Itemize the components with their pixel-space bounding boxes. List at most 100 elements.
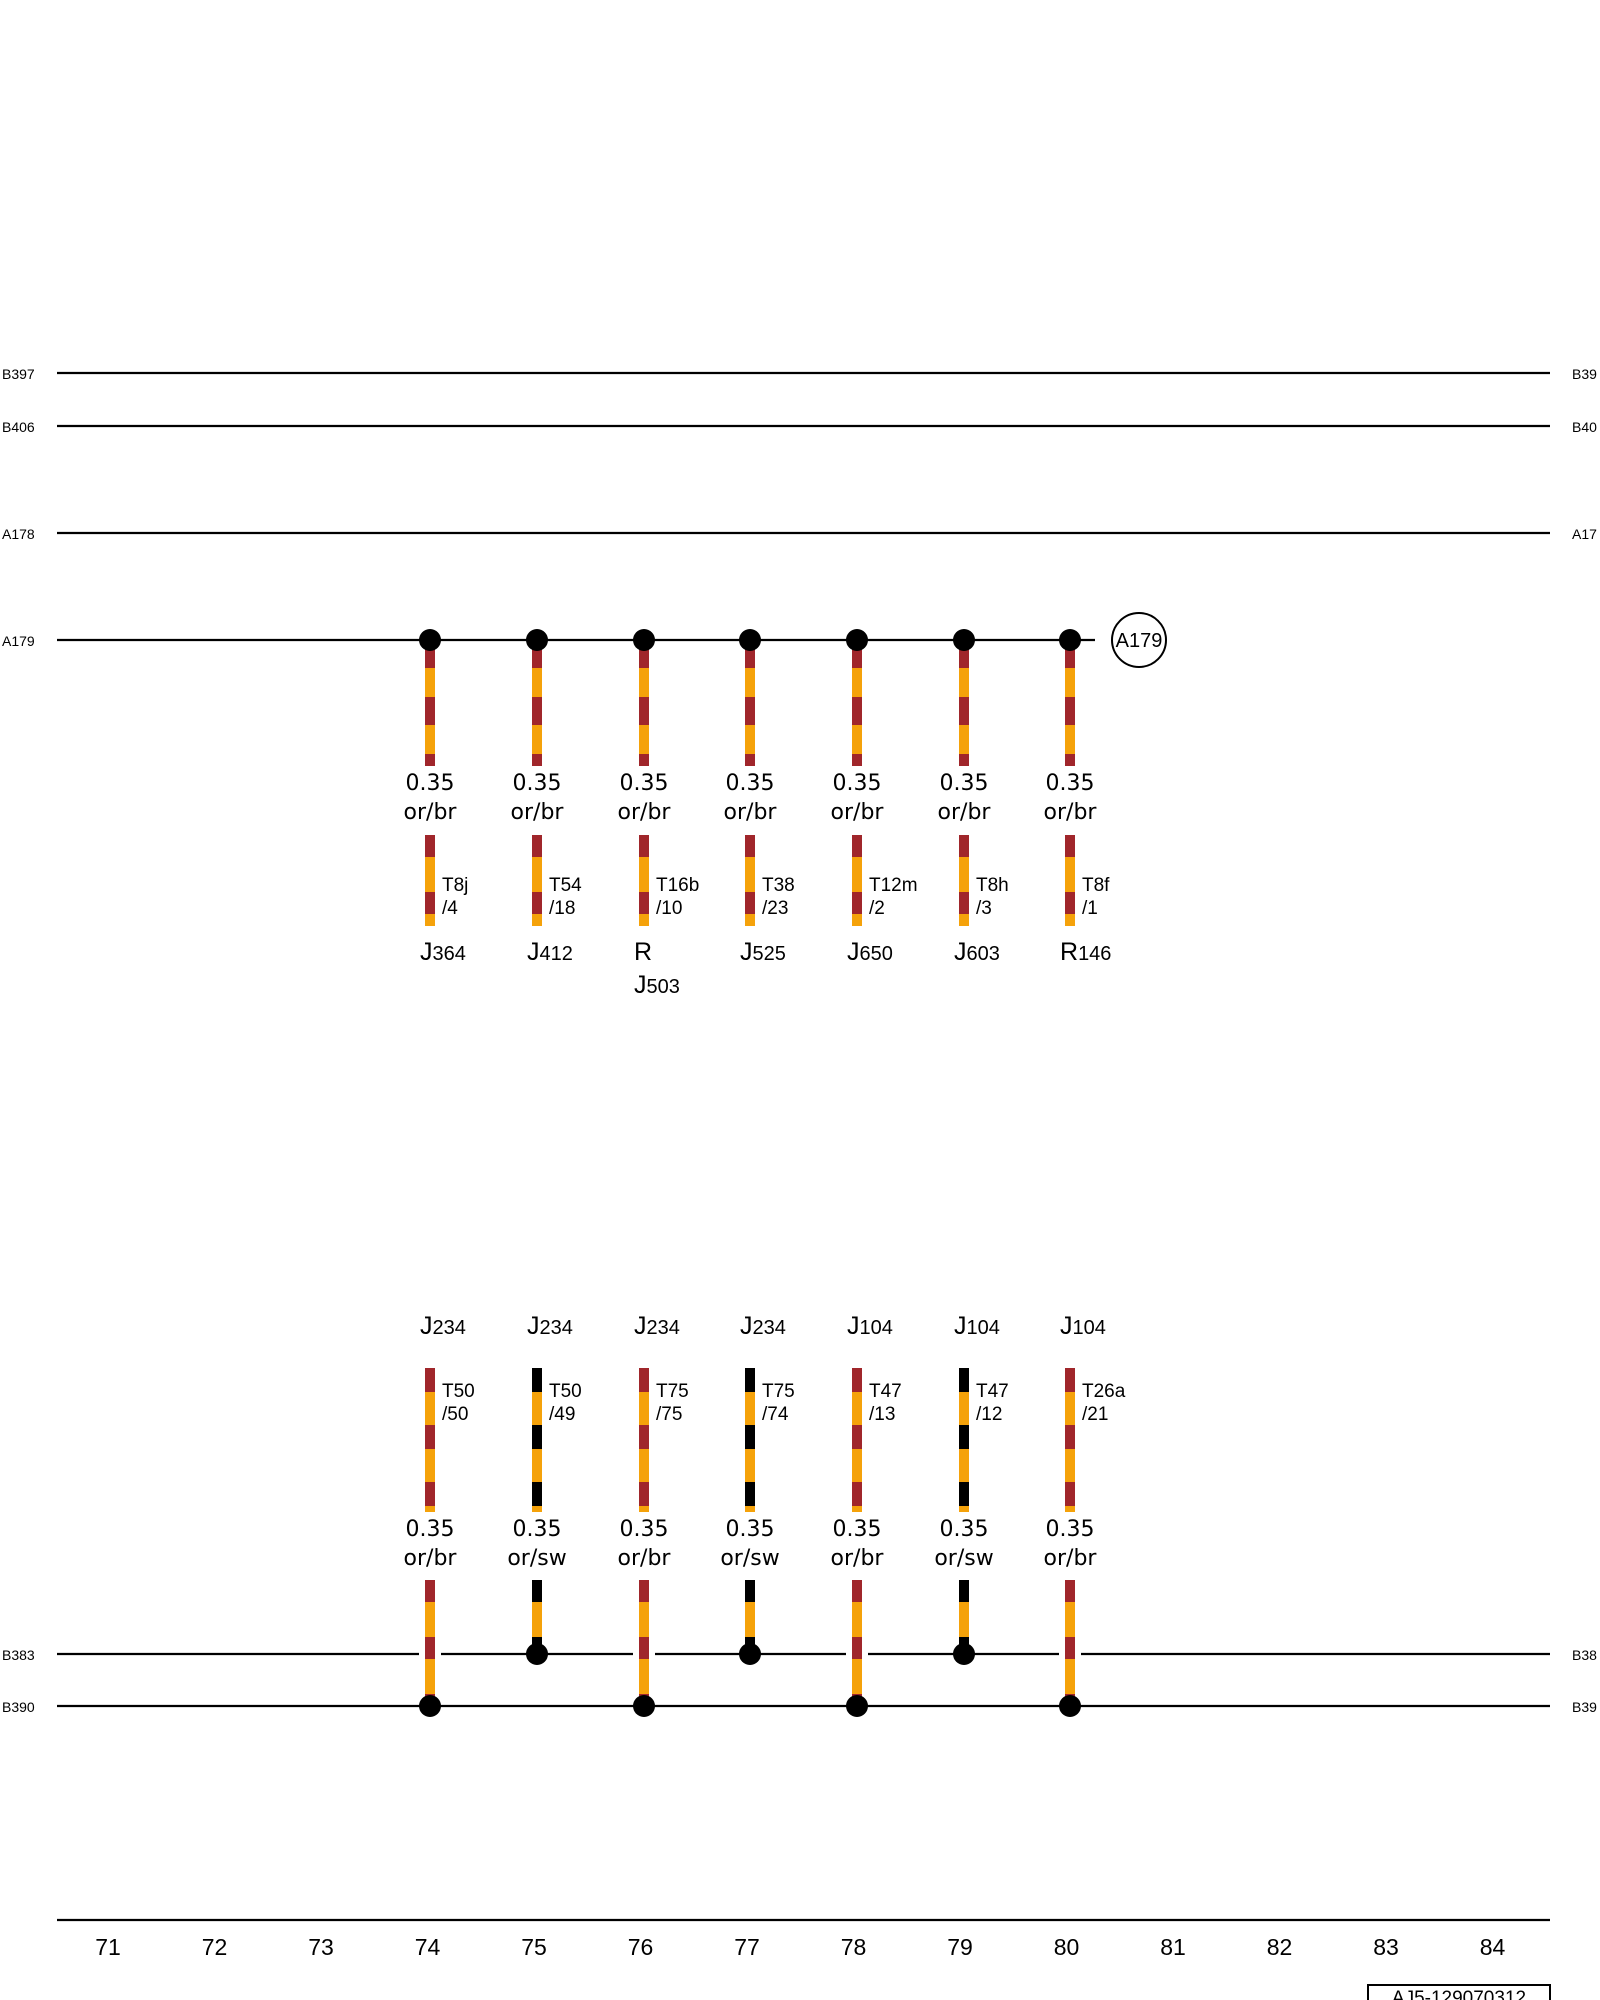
wire-gauge: 0.35 [620,1517,669,1542]
pin-number: /2 [869,898,885,919]
bus-label-right: B40 [1572,419,1597,435]
component-label: J525 [740,938,786,966]
column-number: 71 [95,1934,121,1960]
bus-B390: B390 B39 [2,1699,1597,1715]
pin-number: /13 [869,1404,895,1425]
wire-segment [1065,640,1075,766]
junction-dot [526,629,548,651]
bottom-wire-group: J234T50/500.35or/brJ234T50/490.35or/swJ2… [404,1312,1126,1717]
component-label: J234 [740,1312,786,1340]
pin-connector: T16b [656,875,699,896]
pin-connector: T8j [442,875,468,896]
wire-gauge: 0.35 [726,771,775,796]
bus-label-left: B390 [2,1699,35,1715]
bus-label-right: B39 [1572,1699,1597,1715]
pin-number: /10 [656,898,682,919]
component-label: J104 [1060,1312,1106,1340]
wire-color: or/br [1044,1546,1098,1571]
pin-number: /18 [549,898,575,919]
wire-color: or/br [831,800,885,825]
component-label: J234 [420,1312,466,1340]
wire-gauge: 0.35 [940,771,989,796]
wire-color: or/sw [934,1546,993,1571]
bus-B406: B406 B40 [2,419,1597,435]
component-label: J650 [847,938,893,966]
junction-dot [1059,629,1081,651]
wire-segment [639,835,649,926]
wire-segment [959,1580,969,1654]
pin-connector: T38 [762,875,795,896]
wire-segment [532,640,542,766]
wire-color: or/sw [507,1546,566,1571]
component-label: J412 [527,938,573,966]
pin-number: /21 [1082,1404,1108,1425]
wire-color: or/sw [720,1546,779,1571]
wire-segment [1065,1580,1075,1706]
pin-number: /3 [976,898,992,919]
connector-circle-label: A179 [1116,630,1163,652]
bus-label-left: B406 [2,419,35,435]
bus-A178: A178 A17 [2,526,1597,542]
pin-connector: T8f [1082,875,1110,896]
junction-dot [953,1643,975,1665]
pin-connector: T47 [869,1381,902,1402]
component-label: J104 [954,1312,1000,1340]
wire-segment [532,835,542,926]
wire-color: or/br [831,1546,885,1571]
bus-B383: B383 B38 [2,1647,1597,1663]
wire-gauge: 0.35 [513,771,562,796]
component-label: J104 [847,1312,893,1340]
component-label: R [634,938,652,966]
junction-dot [1059,1695,1081,1717]
pin-number: /75 [656,1404,682,1425]
pin-connector: T75 [656,1381,689,1402]
wire-gauge: 0.35 [513,1517,562,1542]
junction-dot [633,1695,655,1717]
bus-label-right: B38 [1572,1647,1597,1663]
column-number: 83 [1373,1934,1399,1960]
wire-color: or/br [938,800,992,825]
junction-dot [633,629,655,651]
bus-label-left: B383 [2,1647,35,1663]
bus-B397: B397 B39 [2,366,1597,382]
wire-gauge: 0.35 [833,1517,882,1542]
wire-gauge: 0.35 [406,771,455,796]
pin-connector: T26a [1082,1381,1126,1402]
wire-gauge: 0.35 [1046,1517,1095,1542]
column-number: 73 [308,1934,334,1960]
wire-segment [639,1368,649,1512]
component-label: J234 [634,1312,680,1340]
pin-number: /50 [442,1404,468,1425]
component-label: J234 [527,1312,573,1340]
wire-segment [1065,835,1075,926]
pin-connector: T50 [442,1381,475,1402]
pin-connector: T8h [976,875,1009,896]
junction-dot [739,1643,761,1665]
pin-connector: T75 [762,1381,795,1402]
column-number: 78 [841,1934,867,1960]
pin-connector: T47 [976,1381,1009,1402]
wire-color: or/br [618,800,672,825]
wire-segment [425,1368,435,1512]
wire-segment [425,640,435,766]
top-wire-group: 0.35or/brT8j/4J3640.35or/brT54/18J4120.3… [404,629,1111,999]
bus-A179: A179 A179 [2,612,1167,668]
junction-dot [526,1643,548,1665]
bus-label-left: B397 [2,366,35,382]
wire-color: or/br [618,1546,672,1571]
wire-segment [745,835,755,926]
junction-dot [739,629,761,651]
column-number: 79 [947,1934,973,1960]
wire-segment [745,1580,755,1654]
component-sublabel: J503 [634,971,680,999]
reference-label: AJ5-129070312 [1392,1988,1526,2000]
wire-segment [852,835,862,926]
column-number: 82 [1267,1934,1293,1960]
